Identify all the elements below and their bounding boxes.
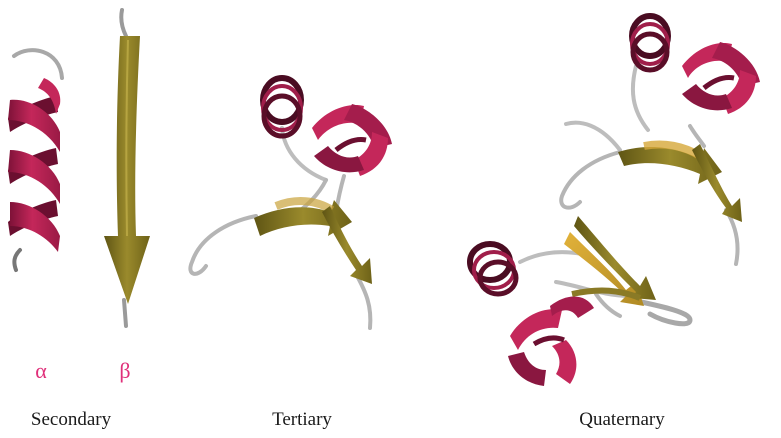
alpha-helix-ribbon (8, 50, 62, 270)
beta-strand-arrow (104, 10, 150, 326)
quaternary-dimer-ribbon (470, 16, 760, 386)
coil (690, 126, 704, 146)
coil (190, 216, 256, 274)
tertiary-fold-ribbon (190, 78, 392, 328)
beta-symbol: β (119, 358, 130, 384)
coil (596, 294, 620, 316)
helix-end-on (470, 244, 516, 294)
helix-pinwheel (508, 296, 594, 386)
helix-coil-bottom (14, 250, 20, 270)
helix-pinwheel (682, 42, 760, 114)
helix-pinwheel (312, 104, 392, 176)
helix-end-on (632, 16, 668, 70)
caption-tertiary: Tertiary (272, 409, 332, 431)
caption-quaternary: Quaternary (579, 409, 664, 431)
strand-coil-bottom (124, 300, 126, 326)
caption-secondary: Secondary (31, 409, 111, 431)
coil (566, 123, 620, 150)
helix-coil-top (14, 50, 62, 78)
strand-coil-top (121, 10, 126, 36)
coil (520, 252, 582, 262)
coil (633, 66, 648, 130)
coil (561, 152, 620, 208)
alpha-symbol: α (35, 358, 47, 384)
